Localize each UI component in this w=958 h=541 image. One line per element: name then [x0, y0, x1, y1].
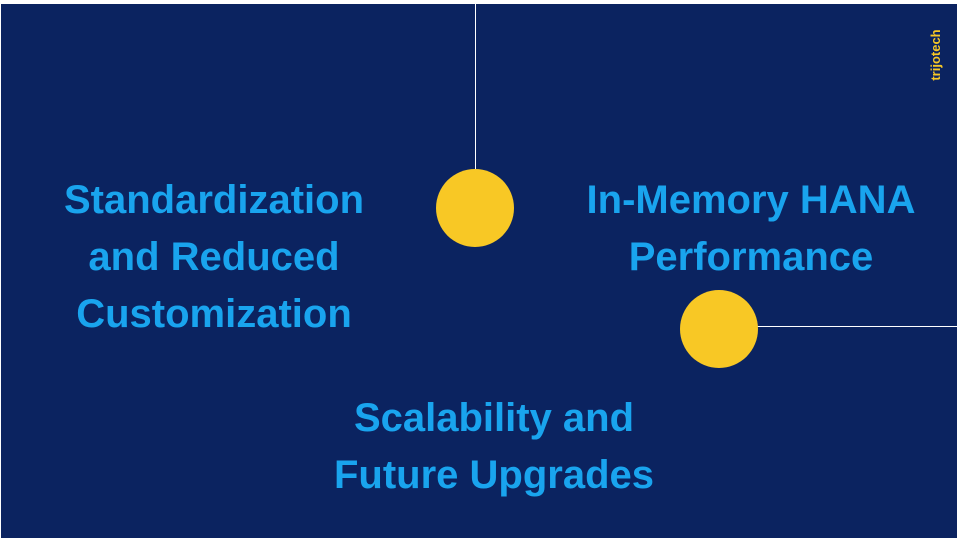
point-in-memory-hana-line-2: Performance — [628, 235, 874, 279]
point-scalability-line-2: Future Upgrades — [333, 453, 655, 497]
vertical-connector-line — [475, 4, 476, 174]
point-standardization: Standardization and Reduced Customizatio… — [29, 172, 399, 343]
point-scalability: Scalability and Future Upgrades — [289, 390, 699, 504]
point-in-memory-hana-line-1: In-Memory HANA — [586, 178, 916, 222]
point-standardization-line-3: Customization — [76, 292, 352, 336]
brand-logo-text: trijotech — [928, 29, 943, 81]
yellow-dot-right — [680, 290, 758, 368]
slide-canvas: Standardization and Reduced Customizatio… — [1, 4, 957, 538]
point-standardization-line-1: Standardization — [63, 178, 365, 222]
point-scalability-line-1: Scalability and — [353, 396, 635, 440]
horizontal-connector-line — [757, 326, 957, 327]
point-standardization-line-2: and Reduced — [88, 235, 340, 279]
point-in-memory-hana: In-Memory HANA Performance — [566, 172, 936, 286]
yellow-dot-top — [436, 169, 514, 247]
